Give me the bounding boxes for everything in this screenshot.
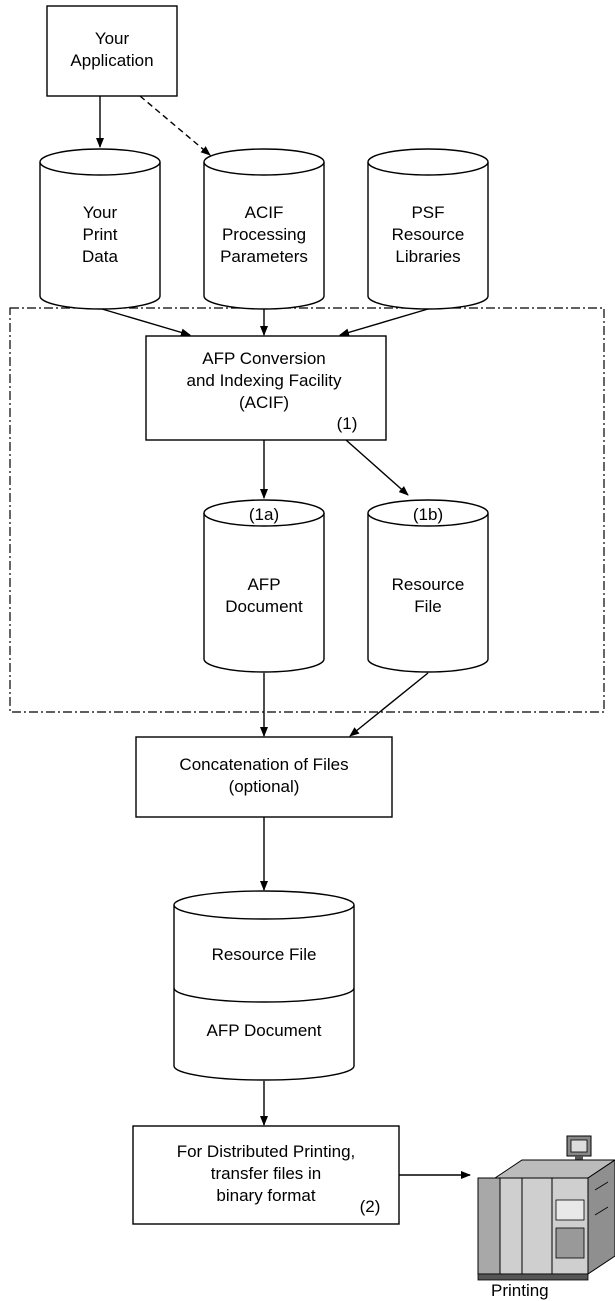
arrow-resource-file-to-concatenation (349, 672, 429, 737)
afp-document-tag: (1a) (249, 505, 279, 524)
your-print-data-cylinder: Your Print Data (39, 148, 161, 310)
printing-label: Printing (491, 1281, 549, 1300)
acif-box: AFP Conversion and Indexing Facility (AC… (145, 335, 387, 441)
afp-document-line-2: Document (225, 597, 303, 616)
combined-resource-file: Resource File (212, 945, 317, 964)
psf-libraries-line-1: PSF (411, 203, 444, 222)
acif-line-1: AFP Conversion (202, 349, 325, 368)
combined-output-cylinder: Resource File AFP Document (173, 890, 355, 1081)
acif-parameters-line-2: Processing (222, 225, 306, 244)
transfer-line-2: transfer files in (211, 1164, 322, 1183)
resource-file-line-2: File (414, 597, 441, 616)
resource-file-tag: (1b) (413, 505, 443, 524)
arrow-acif-to-resource-file (345, 439, 409, 496)
concatenation-box: Concatenation of Files (optional) (135, 736, 393, 818)
arrow-libraries-to-acif (339, 308, 429, 337)
your-application-line-1: Your (95, 29, 130, 48)
resource-file-cylinder: (1b) Resource File (367, 499, 489, 673)
resource-file-line-1: Resource (392, 575, 465, 594)
acif-processing-parameters-cylinder: ACIF Processing Parameters (203, 148, 325, 310)
print-data-line-2: Print (83, 225, 118, 244)
acif-line-2: and Indexing Facility (187, 371, 342, 390)
combined-afp-document: AFP Document (207, 1021, 322, 1040)
your-application-line-2: Application (70, 51, 153, 70)
dashed-arrow-application-to-parameters (139, 95, 211, 156)
acif-tag: (1) (337, 414, 358, 433)
psf-libraries-line-3: Libraries (395, 247, 460, 266)
transfer-line-3: binary format (216, 1186, 315, 1205)
acif-boundary (9, 307, 605, 713)
concatenation-line-1: Concatenation of Files (179, 755, 348, 774)
print-data-line-3: Data (82, 247, 118, 266)
concatenation-line-2: (optional) (229, 777, 300, 796)
psf-resource-libraries-cylinder: PSF Resource Libraries (367, 148, 489, 310)
print-data-line-1: Your (83, 203, 118, 222)
transfer-tag: (2) (360, 1197, 381, 1216)
transfer-line-1: For Distributed Printing, (177, 1142, 356, 1161)
acif-parameters-line-1: ACIF (245, 203, 284, 222)
distributed-printing-box: For Distributed Printing, transfer files… (132, 1125, 400, 1225)
afp-document-cylinder: (1a) AFP Document (203, 499, 325, 673)
arrow-print-data-to-acif (101, 308, 191, 337)
psf-libraries-line-2: Resource (392, 225, 465, 244)
your-application-box: Your Application (46, 5, 178, 97)
acif-parameters-line-3: Parameters (220, 247, 308, 266)
acif-line-3: (ACIF) (239, 393, 289, 412)
printer-icon (477, 1135, 615, 1281)
afp-document-line-1: AFP (247, 575, 280, 594)
